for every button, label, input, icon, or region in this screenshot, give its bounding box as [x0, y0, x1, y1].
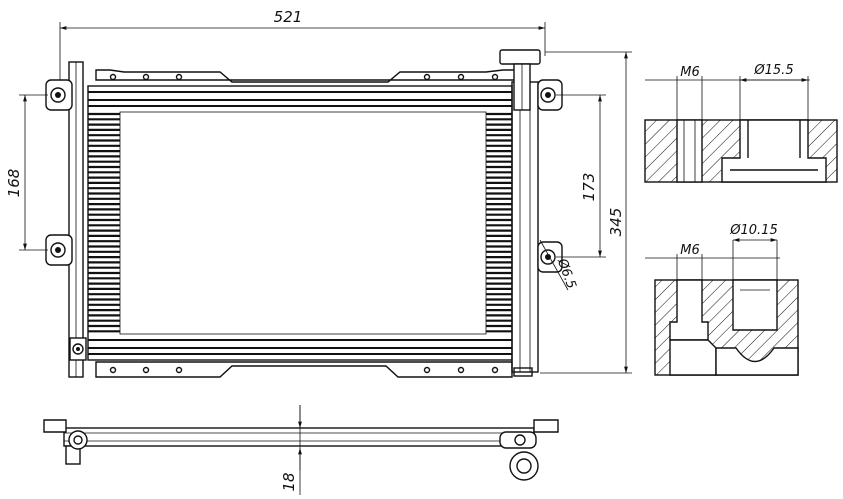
section-top-thread-label: M6 [680, 65, 700, 80]
bottom-bracket-plate [95, 361, 513, 378]
mount-ear-bottom-right [537, 241, 563, 273]
core-frame [87, 85, 513, 361]
mount-ear-bottom-left [45, 234, 73, 266]
section-bottom-thread-label: M6 [680, 243, 700, 258]
dim-overall-width: 521 [274, 8, 303, 26]
dim-hole-diameter: Ø6.5 [554, 256, 579, 291]
dim-mount-span-left: 168 [5, 169, 23, 198]
fins-right [486, 112, 512, 333]
inlet-fitting [499, 49, 541, 111]
right-header-tank [511, 81, 539, 373]
fins-left [88, 112, 120, 333]
mount-ear-top-left [45, 79, 73, 111]
dimension-lines [19, 22, 632, 495]
section-view-top [644, 76, 838, 183]
drain-fitting [69, 337, 87, 361]
section-bottom-bore-label: Ø10.15 [729, 223, 777, 238]
front-view [45, 49, 563, 378]
dim-mount-span-right: 173 [580, 173, 598, 202]
section-top-bore-label: Ø15.5 [753, 63, 793, 78]
section-view-bottom [645, 238, 799, 376]
side-view [43, 419, 559, 481]
mount-ear-top-right [537, 79, 563, 111]
top-bracket-plate [95, 69, 517, 83]
dim-thickness: 18 [280, 472, 298, 491]
dim-overall-height: 345 [607, 208, 625, 237]
